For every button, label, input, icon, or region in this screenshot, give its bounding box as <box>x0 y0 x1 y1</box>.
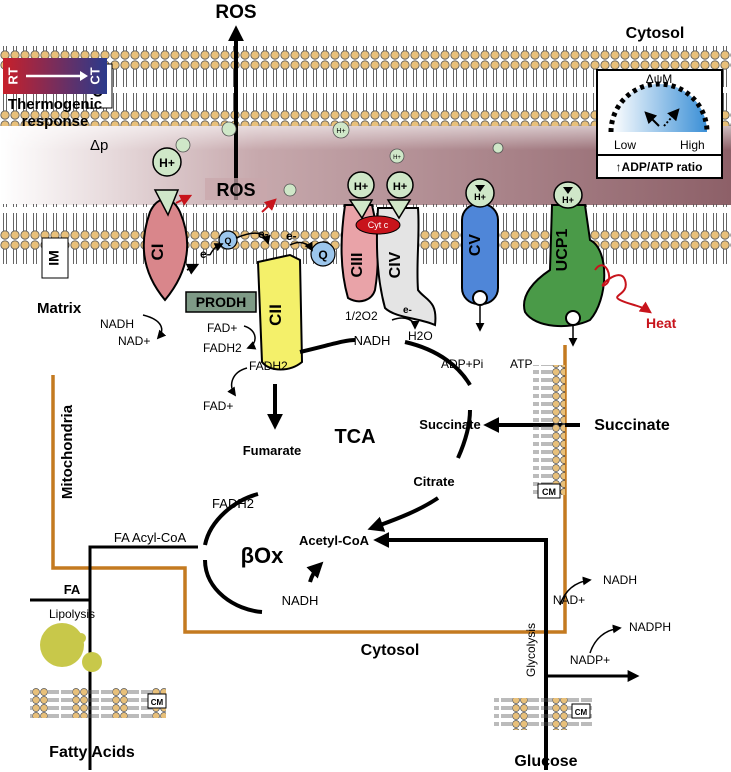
glucose-label: Glucose <box>514 753 577 770</box>
e-label-2: e- <box>258 227 269 241</box>
fa-label: FA <box>64 582 81 597</box>
cm-label: CM <box>575 708 588 717</box>
nad-ci: NAD+ <box>118 334 150 348</box>
response-label: response <box>22 113 89 130</box>
fatty-acids-label: Fatty Acids <box>49 744 135 761</box>
fadh2-2: FADH2 <box>249 359 288 373</box>
heat-label: Heat <box>646 315 677 331</box>
gauge-low: Low <box>614 138 636 152</box>
acetyl-coa: Acetyl-CoA <box>299 533 370 548</box>
ci-label: CI <box>148 244 167 261</box>
q-label: Q <box>224 236 231 246</box>
cv-hplus: H+ <box>474 192 486 202</box>
glycolysis-label: Glycolysis <box>524 623 538 677</box>
half-o2: 1/2O2 <box>345 309 378 323</box>
e-label-1: e- <box>200 247 211 261</box>
nadp: NADP+ <box>570 653 610 667</box>
ros-top-label: ROS <box>215 2 256 23</box>
beta-oxidation <box>203 492 324 614</box>
ucp1: H+ UCP1 <box>523 181 606 347</box>
im-label: IM <box>46 250 62 266</box>
box-label: βOx <box>241 543 285 568</box>
cm-label: CM <box>151 698 164 707</box>
complex-v: H+ CV <box>461 178 499 332</box>
fa-acyl: FA Acyl-CoA <box>114 530 187 545</box>
nadph: NADPH <box>629 620 671 634</box>
e-label-3: e- <box>286 229 297 243</box>
prodh-box <box>185 291 257 313</box>
thermogenic-label: Thermogenic <box>8 96 102 113</box>
mitochondria-label: Mitochondria <box>59 404 76 499</box>
hplus-bubble: H+ <box>393 155 401 161</box>
lipolysis-label: Lipolysis <box>49 607 95 621</box>
ucp1-label: UCP1 <box>554 229 571 272</box>
nadh-box: NADH <box>282 593 319 608</box>
tca-cycle <box>267 338 472 532</box>
matrix-label: Matrix <box>37 300 82 317</box>
membrane-potential-gauge: ΔψM Low High ↑ADP/ATP ratio <box>596 69 723 179</box>
ct-label: CT <box>87 67 102 84</box>
q-large <box>310 241 336 267</box>
succinate-in: Succinate <box>419 417 480 432</box>
fadh2-box: FADH2 <box>212 496 254 511</box>
rt-label: RT <box>5 67 20 84</box>
cm-label: CM <box>542 487 556 497</box>
e-label-4: e- <box>403 305 412 316</box>
cii-label: CII <box>266 304 285 326</box>
lipid-droplet <box>40 623 84 667</box>
hplus-bubble: H+ <box>336 128 345 135</box>
civ-label: CIV <box>387 251 404 278</box>
prodh-label: PRODH <box>196 294 247 310</box>
citrate: Citrate <box>413 474 454 489</box>
fumarate: Fumarate <box>243 443 302 458</box>
fad-1: FAD+ <box>207 321 237 335</box>
nadh-tca: NADH <box>354 333 391 348</box>
ucp1-hplus: H+ <box>562 195 574 205</box>
fad-2: FAD+ <box>203 399 233 413</box>
ciii-hplus: H+ <box>354 181 368 193</box>
mitochondria-boundary <box>51 345 567 634</box>
fa-path <box>88 545 198 770</box>
h2o: H2O <box>408 329 433 343</box>
delta-p-label: Δp <box>90 137 108 154</box>
cytosol-top-label: Cytosol <box>626 25 685 42</box>
complex-ii: CII <box>256 253 304 371</box>
gauge-title: ΔψM <box>646 72 673 86</box>
atp: ATP <box>510 357 532 371</box>
ciii-label: CIII <box>349 253 366 278</box>
nadh-gly: NADH <box>603 573 637 587</box>
ci-hplus: H+ <box>159 156 175 170</box>
cm-right <box>533 365 565 495</box>
cv-label: CV <box>467 234 484 257</box>
cm-left <box>30 688 166 718</box>
complex-iv: H+ CIV <box>375 171 437 327</box>
civ-hplus: H+ <box>393 181 407 193</box>
tca-label: TCA <box>334 426 375 448</box>
complex-i: H+ CI <box>142 137 193 302</box>
nadh-ci: NADH <box>100 317 134 331</box>
succinate-out: Succinate <box>594 417 670 434</box>
fadh2-1: FADH2 <box>203 341 242 355</box>
gauge-ratio: ↑ADP/ATP ratio <box>616 160 703 174</box>
adp: ADP+Pi <box>441 357 483 371</box>
cytosol-bottom-label: Cytosol <box>361 642 420 659</box>
heat-squiggle <box>594 264 652 314</box>
cytc-label: Cyt c <box>368 220 389 230</box>
q-label: Q <box>318 248 327 262</box>
glucose-path <box>373 532 548 770</box>
gauge-high: High <box>680 138 705 152</box>
ros-mid-label: ROS <box>216 180 255 200</box>
nad-gly: NAD+ <box>553 593 585 607</box>
cytc-ellipse <box>355 215 401 235</box>
